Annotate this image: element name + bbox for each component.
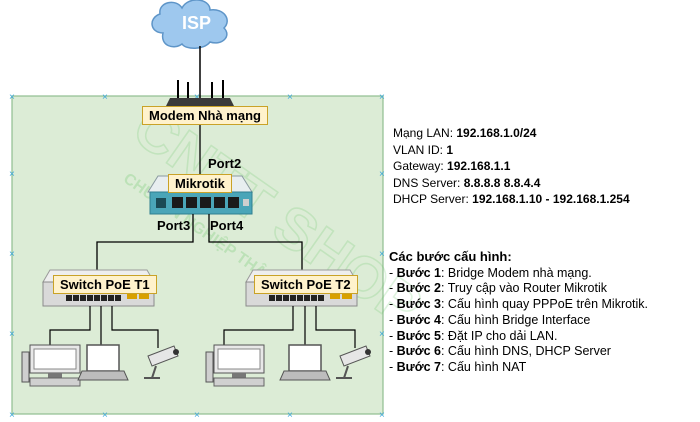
step-item: - Bước 3: Cấu hình quay PPPoE trên Mikro… [389, 297, 649, 312]
port3-label: Port3 [157, 218, 191, 233]
isp-label: ISP [182, 13, 212, 33]
info-row: DNS Server: 8.8.8.8 8.8.4.4 [393, 175, 541, 190]
steps-title: Các bước cấu hình: [389, 249, 512, 264]
port4-label: Port4 [210, 218, 244, 233]
link-router-t1 [96, 214, 194, 270]
security-camera-icon [336, 345, 371, 379]
step-item: - Bước 2: Truy cập vào Router Mikrotik [389, 281, 608, 296]
info-row: DHCP Server: 192.168.1.10 - 192.168.1.25… [393, 192, 630, 206]
svg-text:×: × [194, 92, 200, 103]
laptop-icon [279, 344, 331, 381]
svg-text:×: × [379, 92, 385, 103]
step-item: - Bước 1: Bridge Modem nhà mạng. [389, 265, 592, 280]
svg-text:×: × [379, 249, 385, 260]
port2-label: Port2 [208, 156, 242, 171]
selection-handles: × × × × × × × × × × × × × × × × [9, 92, 385, 421]
switch-t2-label: Switch PoE T2 [254, 275, 358, 294]
info-row: Gateway: 192.168.1.1 [393, 159, 511, 173]
svg-text:×: × [379, 169, 385, 180]
step-item: - Bước 7: Cấu hình NAT [389, 359, 527, 374]
svg-text:×: × [194, 410, 200, 421]
router-label: Mikrotik [168, 174, 232, 193]
desktop-pc-icon [205, 344, 265, 387]
svg-text:×: × [379, 410, 385, 421]
svg-text:×: × [9, 169, 15, 180]
svg-text:×: × [102, 92, 108, 103]
svg-text:×: × [9, 329, 15, 340]
security-camera-icon [144, 345, 179, 379]
step-item: - Bước 5: Đặt IP cho dải LAN. [389, 328, 558, 343]
info-row: Mạng LAN: 192.168.1.0/24 [393, 126, 537, 140]
svg-text:×: × [9, 249, 15, 260]
svg-text:×: × [9, 92, 15, 103]
info-row: VLAN ID: 1 [393, 142, 454, 157]
endpoint-links [49, 306, 356, 348]
svg-text:×: × [9, 410, 15, 421]
laptop-icon [77, 344, 129, 381]
switch-t1-label: Switch PoE T1 [53, 275, 157, 294]
svg-text:×: × [102, 410, 108, 421]
svg-text:×: × [287, 410, 293, 421]
step-item: - Bước 4: Cấu hình Bridge Interface [389, 312, 591, 327]
svg-text:×: × [287, 92, 293, 103]
network-info: Mạng LAN: 192.168.1.0/24 VLAN ID: 1 Gate… [393, 125, 630, 208]
modem-label: Modem Nhà mạng [142, 106, 268, 125]
config-steps: Các bước cấu hình: - Bước 1: Bridge Mode… [389, 249, 648, 376]
isp-cloud-icon [151, 0, 228, 49]
svg-text:×: × [379, 329, 385, 340]
desktop-pc-icon [21, 344, 81, 387]
step-item: - Bước 6: Cấu hình DNS, DHCP Server [389, 344, 611, 359]
link-router-t2 [208, 214, 303, 270]
